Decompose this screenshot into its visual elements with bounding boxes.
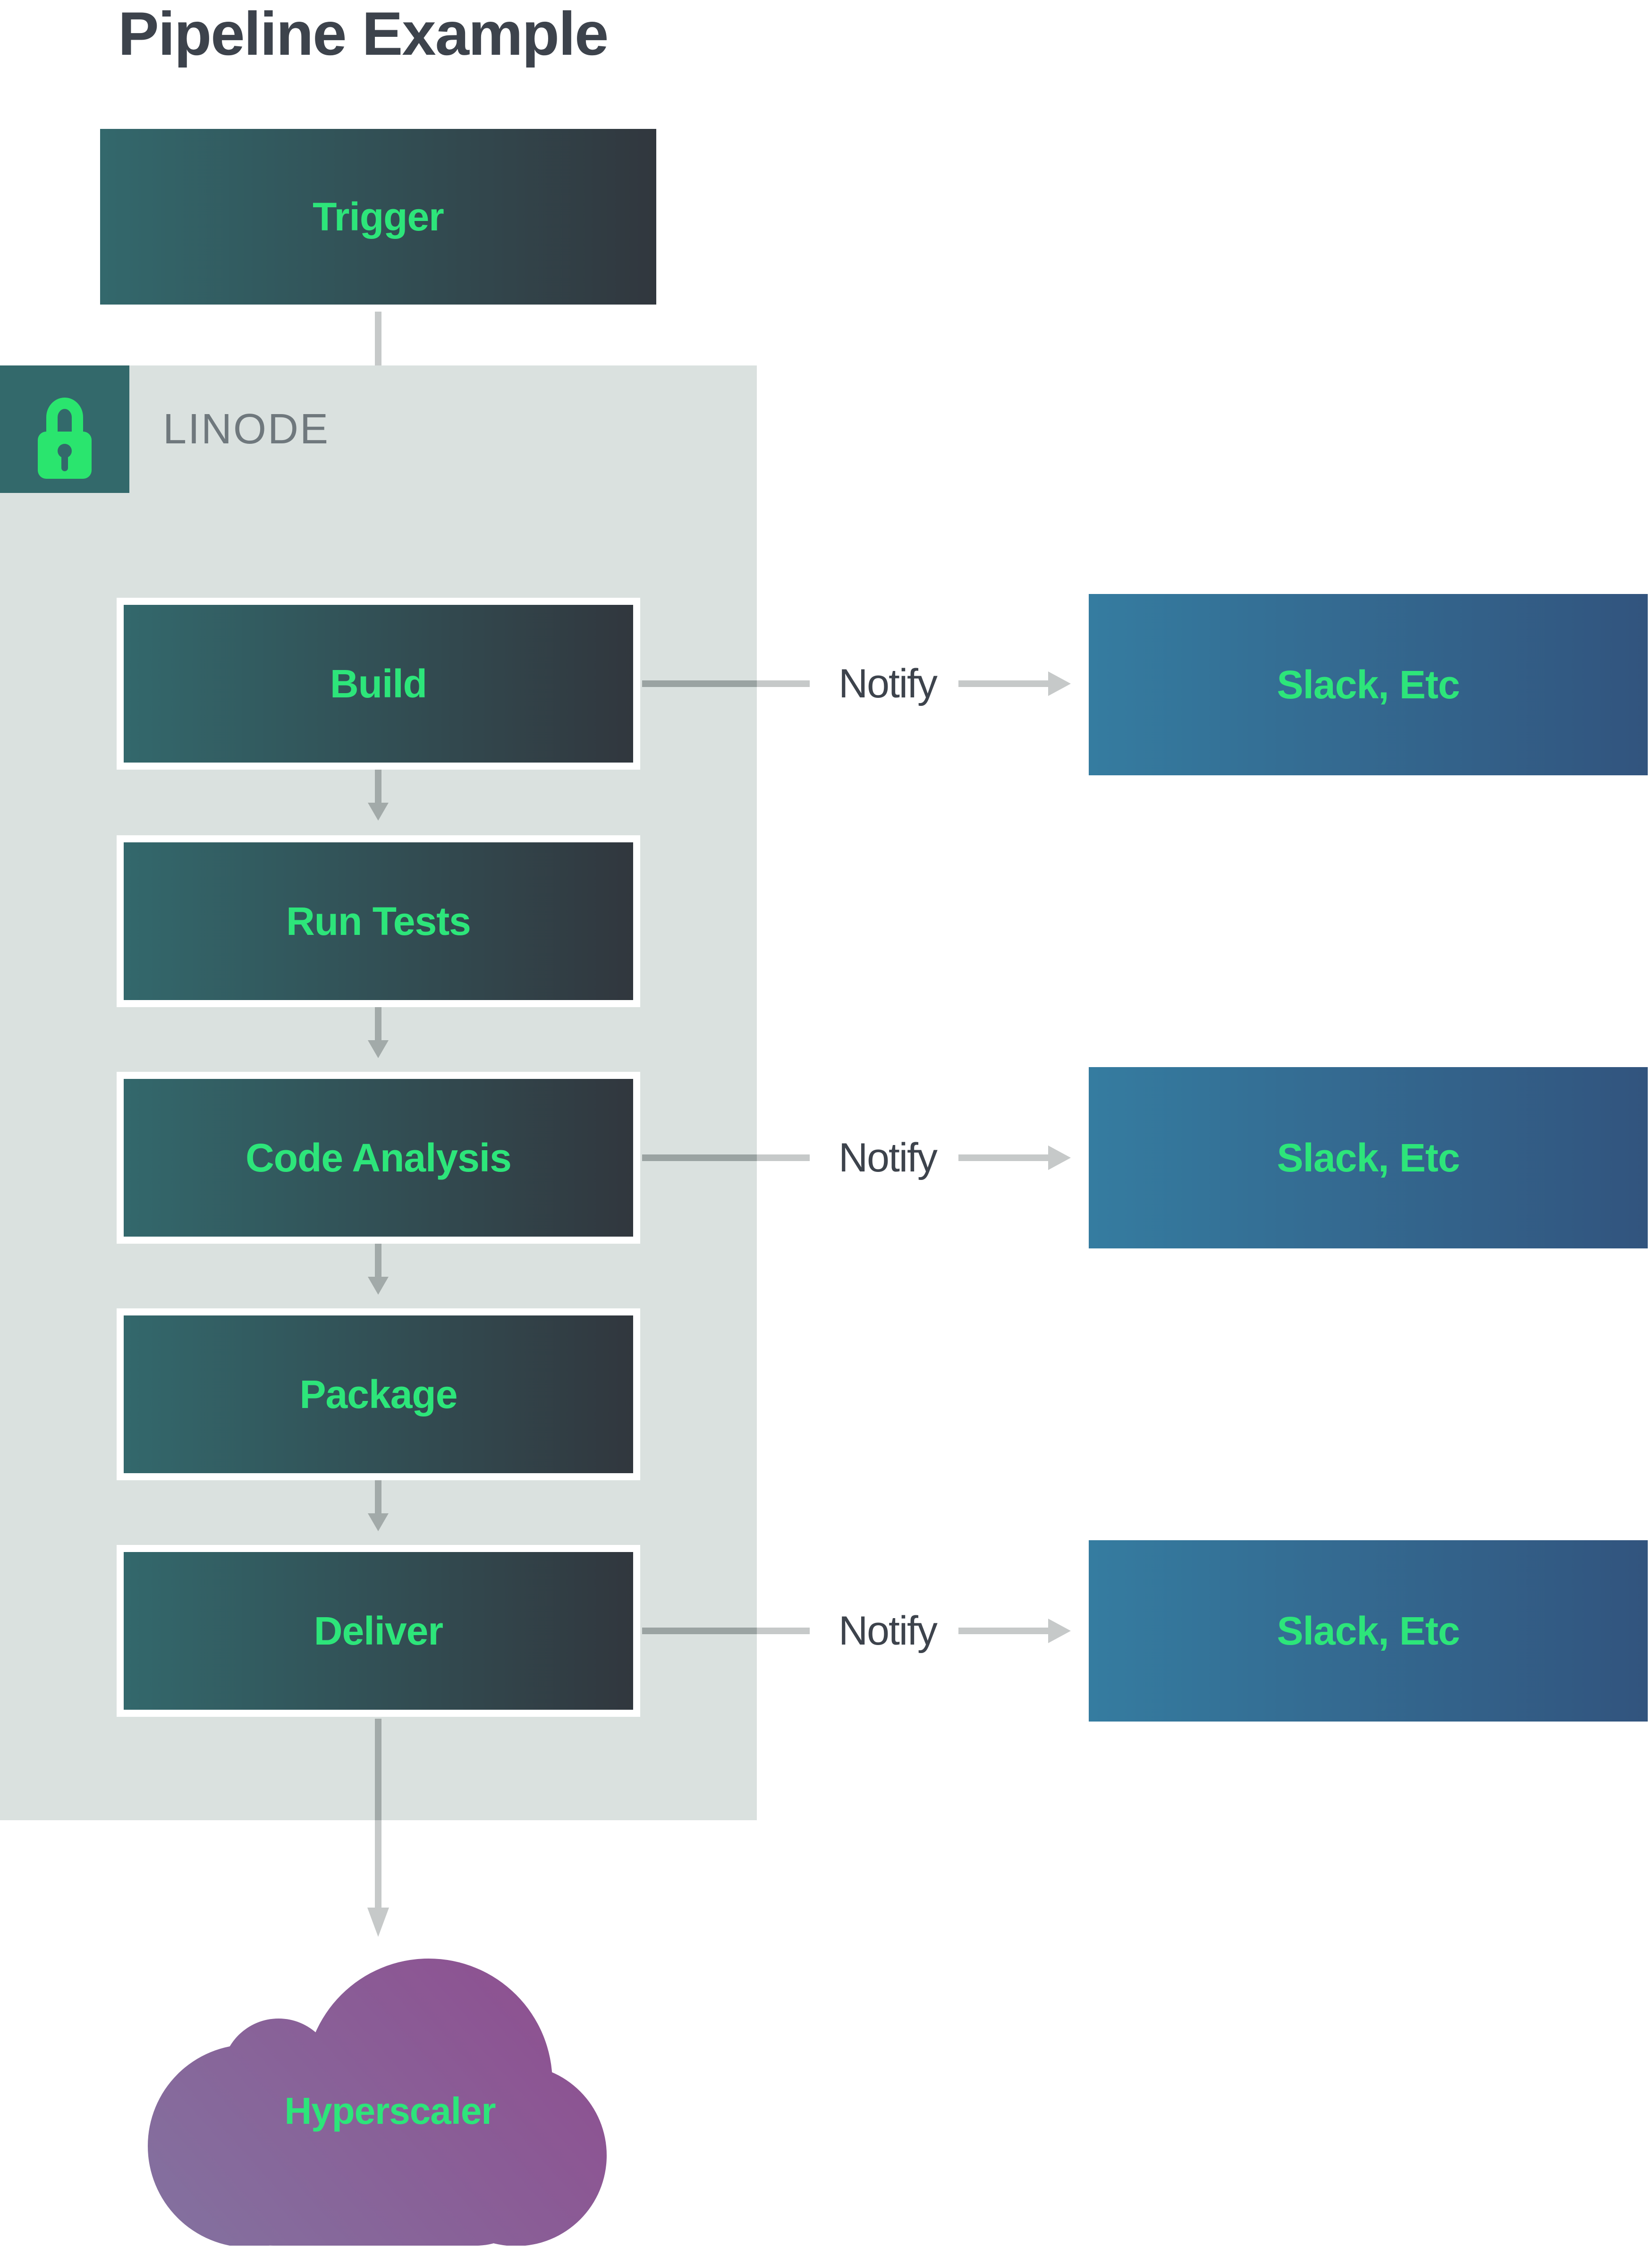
stage-box-deliver: Deliver [117, 1545, 640, 1717]
arrow-down-icon [368, 803, 389, 821]
cloud-shape [148, 1959, 607, 2246]
lock-icon [38, 398, 92, 479]
lock-badge [0, 365, 129, 493]
target-label: Slack, Etc [1277, 662, 1460, 707]
stage-label: Run Tests [286, 899, 471, 943]
target-label: Slack, Etc [1277, 1135, 1460, 1180]
trigger-box: Trigger [100, 129, 656, 305]
arrow-down-icon [368, 1513, 389, 1531]
stage-box-run-tests: Run Tests [117, 835, 640, 1007]
page-title: Pipeline Example [118, 0, 609, 68]
arrow-down-icon [368, 1277, 389, 1295]
stage-label: Build [330, 661, 427, 706]
stage-box-build: Build [117, 598, 640, 770]
stage-label: Package [299, 1372, 458, 1417]
notify-arrow-line [958, 1628, 1048, 1634]
stage-arrow-line [375, 1007, 381, 1040]
stage-box-code-analysis: Code Analysis [117, 1072, 640, 1244]
target-label: Slack, Etc [1277, 1608, 1460, 1653]
notify-connector-line [642, 1628, 810, 1634]
notify-label: Notify [839, 1608, 938, 1654]
hyperscaler-label: Hyperscaler [284, 2090, 496, 2132]
notify-connector-line [642, 680, 810, 687]
linode-panel-label: LINODE [163, 405, 330, 453]
arrow-right-icon [1048, 671, 1071, 696]
arrow-right-icon [1048, 1145, 1071, 1170]
notify-arrow-line [958, 1154, 1048, 1161]
target-box-slack: Slack, Etc [1089, 594, 1648, 775]
target-box-slack: Slack, Etc [1089, 1067, 1648, 1248]
notify-arrow-line [958, 680, 1048, 687]
stage-label: Deliver [313, 1608, 443, 1653]
arrow-down-icon [368, 1040, 389, 1058]
stage-arrow-line [375, 1244, 381, 1277]
stage-arrow-line [375, 770, 381, 803]
deliver-to-cloud-arrow-line [375, 1719, 381, 1908]
trigger-label: Trigger [313, 194, 444, 239]
stage-box-package: Package [117, 1308, 640, 1480]
notify-label: Notify [839, 1135, 938, 1180]
arrow-right-icon [1048, 1619, 1071, 1643]
notify-label: Notify [839, 661, 938, 706]
notify-connector-line [642, 1154, 810, 1161]
stage-label: Code Analysis [246, 1135, 512, 1180]
stage-arrow-line [375, 1480, 381, 1513]
target-box-slack: Slack, Etc [1089, 1540, 1648, 1722]
arrow-down-icon [367, 1908, 389, 1937]
